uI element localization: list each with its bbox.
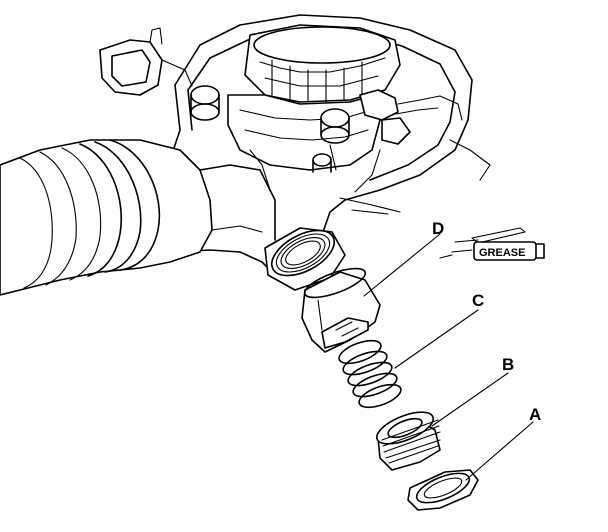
part-b-adjusting-screw — [376, 411, 441, 471]
leader-lines — [363, 233, 534, 481]
leader-c — [394, 309, 479, 369]
gearbox-housing — [99, 14, 491, 276]
rack-guide-bore — [264, 227, 346, 291]
mounting-bolt-lower — [312, 153, 332, 173]
callout-b: B — [502, 355, 514, 374]
hose-fitting-right — [359, 89, 463, 145]
leader-b — [431, 372, 509, 427]
connector-left — [99, 27, 193, 96]
callout-d: D — [432, 219, 444, 238]
grease-label: GREASE — [479, 247, 525, 259]
leader-a — [465, 421, 534, 481]
leader-d — [363, 233, 441, 297]
mounting-bolt-left — [190, 85, 220, 121]
part-d-rack-guide — [301, 267, 381, 353]
mounting-bolt-right — [320, 108, 350, 144]
callout-c: C — [472, 291, 484, 310]
callout-a: A — [529, 405, 541, 424]
part-c-spring — [338, 339, 402, 409]
grease-icon: GREASE — [439, 227, 545, 261]
rack-tube-boot — [0, 139, 276, 296]
part-a-locknut — [407, 469, 479, 511]
